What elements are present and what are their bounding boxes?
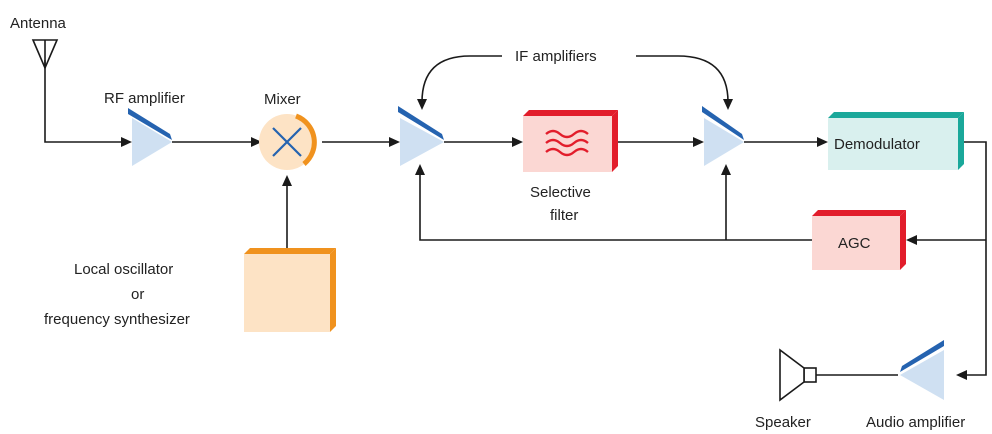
selective-filter-label-line1: Selective <box>530 184 591 201</box>
arrow-up-into-if2 <box>721 164 731 175</box>
audio-amplifier-label: Audio amplifier <box>866 414 965 431</box>
local-oscillator-label-line3: frequency synthesizer <box>44 311 190 328</box>
selective-filter-block <box>523 110 618 172</box>
arrow-down-bracket-right <box>723 99 733 110</box>
filter-wave-icon <box>545 129 589 157</box>
arrow-into-rf-amp <box>121 137 132 147</box>
arrow-into-agc <box>906 235 917 245</box>
if-amplifiers-bracket <box>421 55 502 103</box>
if-amplifiers-bracket-right <box>636 55 729 103</box>
agc-block <box>812 210 906 270</box>
if-amplifier-2 <box>702 106 744 166</box>
local-oscillator-label-line2: or <box>131 286 144 303</box>
arrow-into-audio-amp <box>956 370 967 380</box>
selective-filter-label-line2: filter <box>550 207 578 224</box>
arrow-up-into-mixer <box>282 175 292 186</box>
demodulator-block <box>828 112 964 170</box>
mixer-label: Mixer <box>264 91 301 108</box>
antenna-label: Antenna <box>10 15 67 32</box>
arrow-into-mixer <box>251 137 262 147</box>
demodulator-label: Demodulator <box>834 136 920 153</box>
if-amplifiers-label: IF amplifiers <box>515 48 597 65</box>
antenna-icon <box>31 39 59 71</box>
agc-feedback-wire <box>419 172 812 241</box>
speaker-icon <box>779 348 817 402</box>
audio-amplifier <box>900 340 944 400</box>
if-amplifier-1 <box>398 106 444 166</box>
speaker-label: Speaker <box>755 414 811 431</box>
local-oscillator-block <box>244 248 336 332</box>
antenna-feed-wire <box>44 60 122 143</box>
mixer-cross-b <box>272 127 302 157</box>
mixer-symbol <box>259 113 317 170</box>
signal-wires <box>44 55 987 376</box>
agc-label: AGC <box>838 235 871 252</box>
arrow-up-into-if1 <box>415 164 425 175</box>
arrow-into-if2 <box>693 137 704 147</box>
arrow-into-if1 <box>389 137 400 147</box>
arrowheads <box>121 99 967 380</box>
arrow-into-filter <box>512 137 523 147</box>
arrow-into-demod <box>817 137 828 147</box>
rf-amplifier <box>128 108 172 166</box>
local-oscillator-label-line1: Local oscillator <box>74 261 173 278</box>
demod-output-wire <box>958 141 987 376</box>
rf-amplifier-label: RF amplifier <box>104 90 185 107</box>
arrow-down-bracket-left <box>417 99 427 110</box>
mixer-edge <box>295 113 317 166</box>
